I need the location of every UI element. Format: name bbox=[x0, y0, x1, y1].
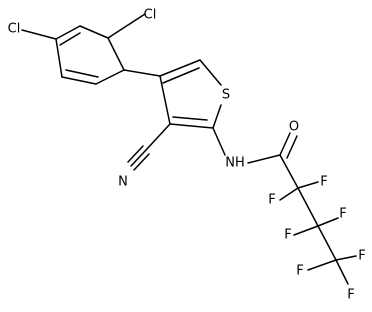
bond bbox=[317, 217, 339, 227]
bond bbox=[335, 259, 349, 285]
bond bbox=[293, 225, 319, 236]
bond-layer bbox=[21, 13, 357, 285]
bond bbox=[297, 187, 319, 227]
atom-f: F bbox=[268, 193, 275, 208]
bond bbox=[212, 104, 222, 129]
bond bbox=[79, 25, 109, 39]
bond bbox=[133, 153, 150, 171]
bond bbox=[55, 38, 63, 78]
atom-f: F bbox=[339, 207, 346, 222]
bond bbox=[55, 25, 81, 40]
bond bbox=[107, 13, 146, 39]
bond bbox=[279, 187, 299, 201]
atom-n-nitrile: N bbox=[118, 175, 128, 190]
atom-s-ring: S bbox=[222, 88, 230, 103]
atom-label-layer: Cl Cl S N NH O F F F F F F F bbox=[8, 8, 366, 303]
bond bbox=[286, 135, 298, 159]
atom-o-carbonyl: O bbox=[289, 120, 299, 135]
bond bbox=[95, 69, 125, 85]
bond bbox=[61, 76, 97, 85]
bond bbox=[279, 154, 299, 189]
bond bbox=[159, 75, 171, 125]
bond bbox=[65, 69, 99, 78]
bond bbox=[107, 37, 125, 71]
bond bbox=[123, 69, 161, 77]
bond bbox=[145, 123, 171, 151]
bond bbox=[172, 116, 208, 121]
atom-f: F bbox=[284, 228, 291, 243]
bond bbox=[307, 259, 337, 271]
atom-nh: NH bbox=[225, 156, 245, 171]
bond bbox=[21, 29, 57, 40]
atom-f: F bbox=[347, 288, 354, 303]
atom-f: F bbox=[320, 175, 327, 190]
bond bbox=[162, 67, 200, 84]
bond bbox=[297, 181, 319, 189]
bond bbox=[212, 127, 226, 156]
bond bbox=[130, 149, 147, 167]
bond bbox=[159, 59, 201, 77]
atom-f: F bbox=[296, 264, 303, 279]
bond bbox=[127, 145, 144, 163]
atom-f: F bbox=[358, 249, 365, 264]
atom-cl-left: Cl bbox=[8, 22, 21, 37]
bond bbox=[247, 154, 281, 164]
bond bbox=[199, 59, 222, 86]
bond bbox=[59, 32, 81, 46]
bond bbox=[169, 123, 214, 129]
bond bbox=[317, 225, 337, 261]
bond bbox=[279, 132, 291, 156]
bond bbox=[335, 255, 357, 261]
atom-cl-top: Cl bbox=[144, 8, 157, 23]
